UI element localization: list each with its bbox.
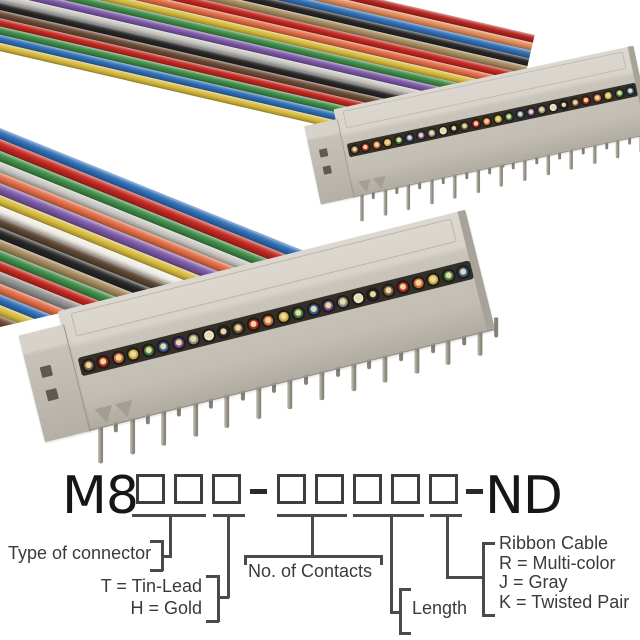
callout-line bbox=[150, 540, 163, 543]
digit-box bbox=[315, 474, 344, 504]
callout-line bbox=[446, 576, 484, 579]
callout-line bbox=[446, 514, 449, 578]
digit-box bbox=[212, 474, 241, 504]
dash-separator bbox=[466, 489, 483, 494]
part-number-prefix: M8 bbox=[62, 466, 139, 526]
length-label: Length bbox=[412, 598, 468, 618]
callout-line bbox=[390, 514, 393, 613]
type-of-connector-label: Type of connector bbox=[8, 543, 152, 563]
no-of-contacts-label: No. of Contacts bbox=[248, 561, 373, 581]
digit-box bbox=[277, 474, 306, 504]
digit-box bbox=[174, 474, 203, 504]
plating-label: T = Tin-Lead H = Gold bbox=[88, 576, 202, 619]
callout-line bbox=[150, 569, 163, 572]
part-number-suffix: ND bbox=[485, 466, 563, 526]
callout-line bbox=[399, 588, 402, 634]
digit-box bbox=[136, 474, 165, 504]
digit-box bbox=[353, 474, 382, 504]
callout-line bbox=[206, 620, 219, 623]
callout-line bbox=[161, 540, 164, 571]
ribbon-option-twisted-pair: K = Twisted Pair bbox=[499, 591, 630, 612]
callout-line bbox=[399, 632, 411, 635]
digit-boxes-connector-type bbox=[136, 474, 241, 504]
callout-line bbox=[162, 555, 172, 558]
plating-option-tin-lead: T = Tin-Lead bbox=[100, 576, 202, 596]
callout-line bbox=[244, 555, 382, 558]
callout-line bbox=[482, 542, 485, 616]
digit-box bbox=[391, 474, 420, 504]
plating-option-gold: H = Gold bbox=[130, 597, 202, 618]
callout-line bbox=[353, 514, 424, 517]
product-photo bbox=[0, 0, 640, 464]
callout-line bbox=[482, 542, 495, 545]
callout-line bbox=[244, 555, 247, 565]
callout-line bbox=[311, 514, 314, 557]
ribbon-option-gray: J = Gray bbox=[499, 572, 568, 592]
digit-box bbox=[429, 474, 458, 504]
callout-line bbox=[227, 514, 230, 598]
dash-separator bbox=[250, 489, 267, 494]
callout-line bbox=[482, 614, 495, 617]
ribbon-option-multicolor: R = Multi-color bbox=[499, 552, 616, 573]
ribbon-cable-title: Ribbon Cable bbox=[499, 533, 609, 553]
callout-line bbox=[169, 514, 172, 557]
callout-line bbox=[380, 555, 383, 565]
callout-line bbox=[206, 575, 219, 578]
digit-boxes-spec bbox=[277, 474, 458, 504]
callout-line bbox=[218, 596, 229, 599]
callout-line bbox=[390, 611, 401, 614]
callout-line bbox=[399, 588, 411, 591]
ribbon-cable-label: Ribbon Cable R = Multi-color J = Gray K … bbox=[499, 533, 630, 612]
callout-line bbox=[217, 575, 220, 622]
